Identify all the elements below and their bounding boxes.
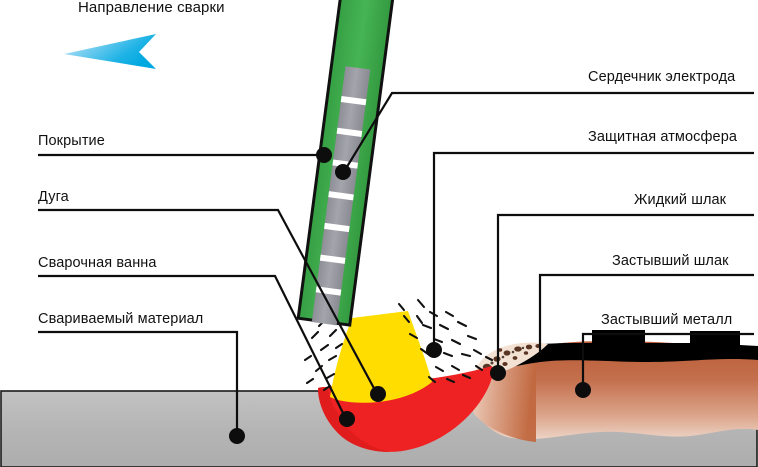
- leader-base-material: [38, 330, 239, 434]
- leader-weld-pool: [38, 274, 346, 418]
- label-base-material: Свариваемый материал: [38, 311, 204, 327]
- label-solidified-slag: Застывший шлак: [612, 253, 729, 269]
- leader-solidified-slag: [538, 273, 754, 353]
- welding-direction-arrow: [64, 34, 156, 69]
- leader-electrode-core: [344, 91, 754, 171]
- label-liquid-slag: Жидкий шлак: [634, 192, 727, 208]
- electrode-shape: [296, 0, 395, 327]
- arc-shape: [330, 311, 432, 403]
- dot-liquid-slag: [490, 365, 506, 381]
- dot-base-material: [229, 428, 245, 444]
- leader-liquid-slag: [496, 213, 754, 371]
- dot-coating: [316, 147, 332, 163]
- dot-solidified-metal: [575, 382, 591, 398]
- leader-arc: [38, 208, 377, 393]
- label-arc: Дуга: [38, 189, 69, 205]
- leader-shielding-atmosphere: [432, 151, 754, 348]
- label-coating: Покрытие: [38, 133, 105, 149]
- label-electrode-core: Сердечник электрода: [588, 69, 736, 85]
- dot-arc: [370, 386, 386, 402]
- leader-endpoint-dots: [229, 147, 591, 444]
- solidified-slag-shape: [490, 330, 758, 372]
- leader-solidified-metal: [581, 332, 754, 388]
- diagram-title: Направление сварки: [78, 0, 225, 16]
- label-solidified-metal: Застывший металл: [601, 312, 733, 328]
- dot-shielding-atmosphere: [426, 342, 442, 358]
- label-weld-pool: Сварочная ванна: [38, 255, 157, 271]
- label-shielding-atmosphere: Защитная атмосфера: [588, 129, 738, 145]
- dot-electrode-core: [335, 164, 351, 180]
- dot-weld-pool: [339, 411, 355, 427]
